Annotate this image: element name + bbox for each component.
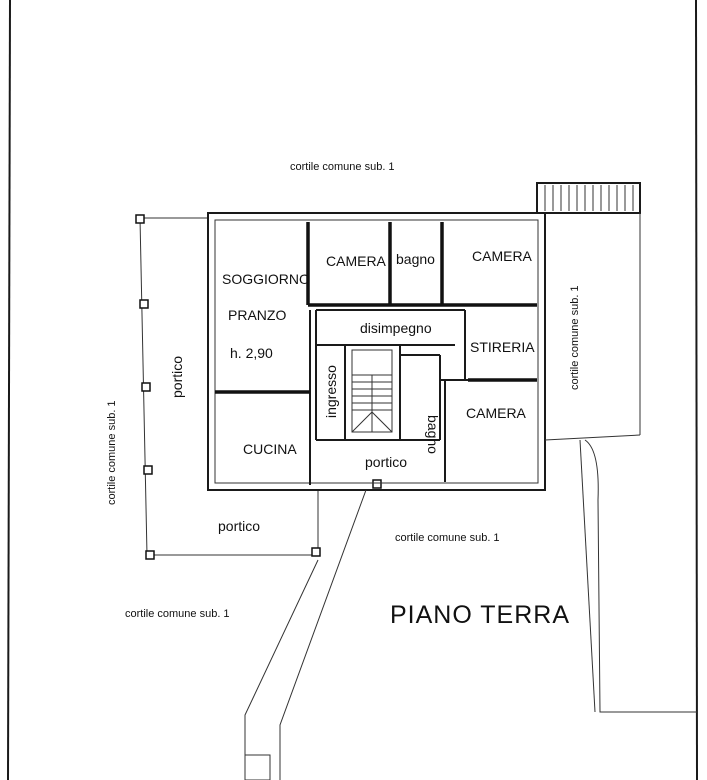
interior-walls: [215, 222, 537, 485]
plan-title: PIANO TERRA: [390, 601, 570, 629]
courtyard-label-center: cortile comune sub. 1: [395, 532, 500, 544]
courtyard-label-top: cortile comune sub. 1: [290, 161, 395, 173]
room-camera-1: CAMERA: [326, 253, 387, 269]
access-path: [244, 489, 367, 780]
external-stair-steps: [544, 185, 634, 211]
pillar: [141, 382, 151, 392]
room-soggiorno: SOGGIORNO: [222, 271, 310, 287]
room-pranzo: PRANZO: [228, 307, 286, 323]
pillar: [145, 550, 155, 560]
stair-steps: [351, 374, 393, 433]
building-outline: [207, 212, 546, 491]
room-camera-2: CAMERA: [472, 248, 533, 264]
room-portico-left: portico: [169, 356, 185, 398]
room-portico-front: portico: [365, 454, 407, 470]
room-ingresso: ingresso: [323, 365, 339, 418]
room-cucina: CUCINA: [243, 441, 297, 457]
room-camera-3: CAMERA: [466, 405, 527, 421]
right-courtyard-lines: [544, 213, 697, 713]
building-inner-wall: [214, 219, 539, 484]
portico-outline: [139, 217, 319, 556]
pillar: [372, 479, 382, 489]
external-stair: [536, 182, 641, 214]
property-border-right: [695, 0, 698, 780]
courtyard-label-bottom: cortile comune sub. 1: [125, 608, 230, 620]
pillar: [135, 214, 145, 224]
pillar: [139, 299, 149, 309]
pillar: [311, 547, 321, 557]
room-bagno-1: bagno: [396, 251, 435, 267]
room-bagno-2: bagno: [425, 415, 441, 454]
room-height: h. 2,90: [230, 345, 273, 361]
property-border-left: [7, 0, 11, 780]
courtyard-label-right: cortile comune sub. 1: [569, 285, 581, 390]
room-stireria: STIRERIA: [470, 339, 535, 355]
staircase: [344, 344, 401, 441]
room-disimpegno: disimpegno: [360, 320, 432, 336]
pillar: [143, 465, 153, 475]
courtyard-label-left: cortile comune sub. 1: [106, 400, 118, 505]
room-portico-bottom: portico: [218, 518, 260, 534]
